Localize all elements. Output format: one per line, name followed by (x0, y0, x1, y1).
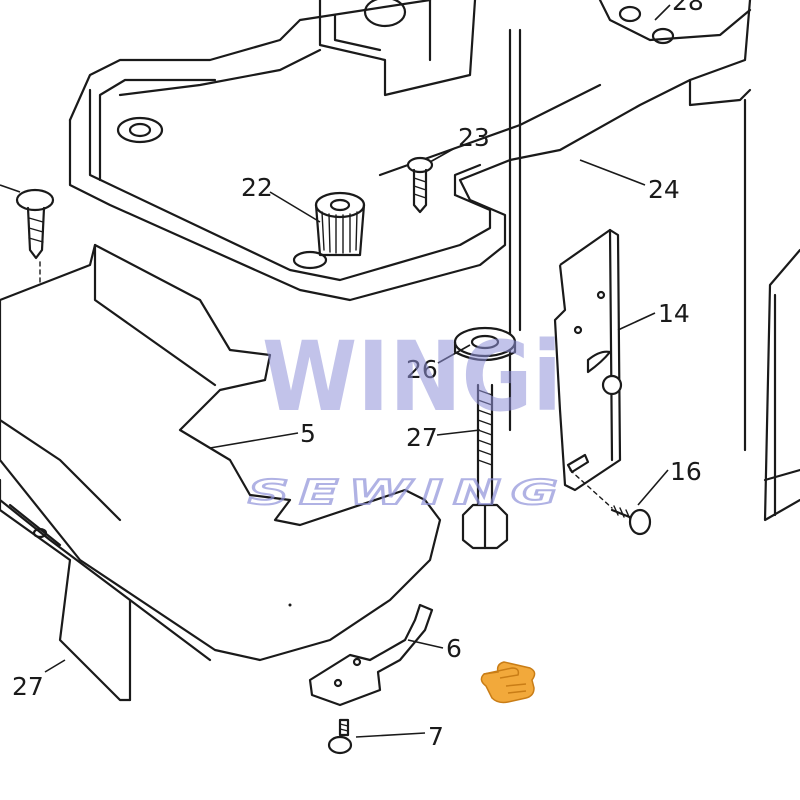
callout-24: 24 (648, 175, 680, 204)
callout-labels: 22 23 24 14 26 27 5 16 6 7 27 28 (12, 0, 704, 751)
callout-26: 26 (406, 355, 438, 384)
callout-28: 28 (672, 0, 704, 16)
watermark: WINGi SEWING (247, 321, 568, 514)
watermark-wingi: WINGi (262, 321, 562, 433)
part-26-washer (453, 326, 517, 362)
callout-16: 16 (670, 457, 702, 486)
callout-6: 6 (446, 634, 462, 663)
callout-7: 7 (428, 722, 444, 751)
part-14-bracket (553, 228, 623, 492)
callout-27-bolt: 27 (406, 423, 438, 452)
callout-22: 22 (241, 173, 273, 202)
part-22-knurled-nut (292, 191, 366, 270)
pointing-hand-icon (480, 661, 536, 704)
right-panel (763, 248, 800, 522)
machine-frame (68, 0, 752, 452)
part-23-screw (406, 156, 434, 214)
watermark-sewing: SEWING (248, 473, 568, 513)
leader-lines (0, 4, 671, 738)
part-7-screw (327, 718, 353, 755)
left-screw (15, 188, 55, 306)
part-16-screw (569, 469, 652, 536)
callout-23: 23 (458, 123, 490, 152)
callout-27-base: 27 (12, 672, 44, 701)
callout-14: 14 (658, 299, 690, 328)
callout-5: 5 (300, 419, 316, 448)
part-6-spring (308, 603, 434, 707)
part-27-bolt (461, 383, 509, 550)
part-5-plate (0, 243, 442, 662)
lower-base (0, 478, 212, 702)
